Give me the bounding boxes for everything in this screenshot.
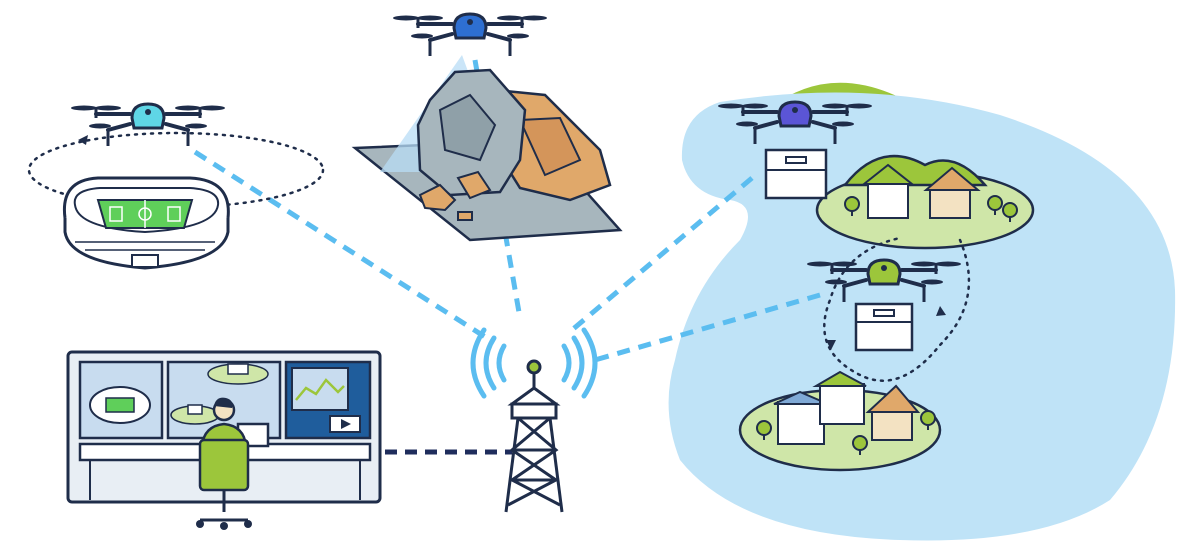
cell-tower bbox=[470, 327, 598, 513]
parcel-icon bbox=[764, 148, 828, 200]
link-stadium bbox=[193, 149, 492, 343]
drone-icon bbox=[391, 12, 549, 58]
stadium-icon bbox=[62, 176, 230, 270]
upper-island bbox=[815, 154, 1035, 250]
house-icon bbox=[861, 163, 981, 219]
parcel-icon bbox=[854, 302, 914, 352]
drone-icon bbox=[69, 102, 227, 148]
flight-loop bbox=[823, 236, 971, 382]
house-icon bbox=[773, 370, 921, 445]
links bbox=[193, 59, 821, 455]
orbit-path bbox=[27, 131, 325, 209]
play-icon bbox=[341, 419, 351, 429]
antenna-tower-icon bbox=[504, 359, 564, 513]
lower-island bbox=[738, 370, 942, 472]
stadium-scene bbox=[27, 102, 325, 270]
delivery-zone bbox=[668, 82, 1176, 541]
operator-icon bbox=[196, 397, 270, 530]
link-island bbox=[587, 292, 821, 365]
survey-scene bbox=[351, 12, 623, 242]
control-room bbox=[66, 350, 382, 530]
drone-icon bbox=[716, 100, 874, 146]
signal-waves-icon bbox=[470, 327, 598, 399]
rock-icon bbox=[416, 68, 612, 221]
drone-icon bbox=[805, 258, 963, 304]
link-delivery-1 bbox=[570, 176, 754, 332]
delivery-scene bbox=[716, 100, 1035, 472]
